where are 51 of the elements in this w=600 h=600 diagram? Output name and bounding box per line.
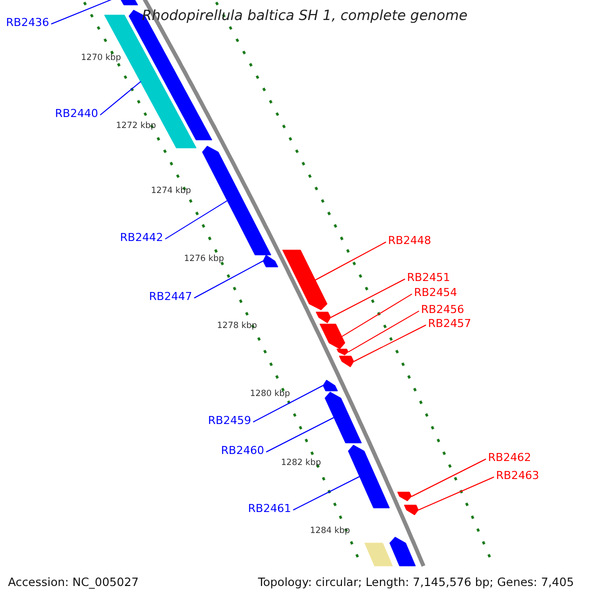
position-label: 1276 kbp	[184, 255, 224, 264]
title: Rhodopirellula baltica SH 1, complete genome	[141, 8, 468, 26]
gene-segment	[404, 504, 419, 516]
gene-segment	[336, 348, 349, 356]
leader-line	[353, 324, 426, 362]
leader-line	[292, 476, 360, 510]
gene-label: RB2457	[428, 318, 472, 330]
leader-line	[100, 81, 142, 116]
gene-segment	[320, 324, 346, 350]
position-label: 1284 kbp	[310, 527, 350, 536]
gene-label: RB2459	[208, 415, 252, 428]
leader-line	[418, 476, 494, 510]
leader-line	[341, 294, 412, 337]
position-label: 1272 kbp	[116, 122, 156, 132]
leader-line	[252, 385, 324, 422]
leader-line	[348, 310, 420, 352]
leader-line	[411, 458, 486, 497]
gene-segment	[397, 492, 412, 502]
gene-label: RB2440	[55, 108, 98, 120]
position-label: 1274 kbp	[151, 187, 192, 196]
gene-label: RB2461	[248, 503, 292, 516]
leader-line	[330, 278, 406, 318]
gene-label: RB2448	[388, 235, 432, 248]
gene-segment	[282, 250, 328, 310]
feature-bar	[364, 542, 393, 566]
footer-text: Accession: NC_005027	[8, 576, 139, 589]
gene-segment	[322, 380, 338, 392]
position-label: 1280 kbp	[250, 390, 290, 400]
gene-segment	[324, 392, 362, 444]
gene-segment	[262, 254, 278, 268]
gene-label: RB2462	[488, 452, 532, 464]
gene-label: RB2460	[221, 445, 264, 458]
leader-line	[164, 200, 228, 240]
footer-text: Topology: circular; Length: 7,145,576 bp; Genes: 7,405	[258, 576, 574, 589]
gene-label: RB2463	[496, 470, 540, 482]
position-label: 1278 kbp	[217, 322, 258, 332]
position-label: 1282 kbp	[281, 459, 322, 468]
gene-segment	[316, 312, 331, 324]
gene-segment	[348, 444, 390, 508]
leader-line	[314, 242, 386, 280]
gene-label: RB2456	[421, 304, 464, 316]
gene-label: RB2447	[149, 291, 192, 304]
position-label: 1270 kbp	[81, 54, 122, 64]
gene-label: RB2436	[6, 17, 50, 30]
gene-label: RB2442	[120, 232, 164, 244]
gene-label: RB2454	[414, 287, 458, 300]
leader-line	[194, 260, 264, 298]
gene-segment	[202, 146, 272, 256]
gene-segment	[389, 536, 416, 566]
gene-label: RB2451	[407, 272, 450, 284]
leader-line	[266, 417, 334, 452]
